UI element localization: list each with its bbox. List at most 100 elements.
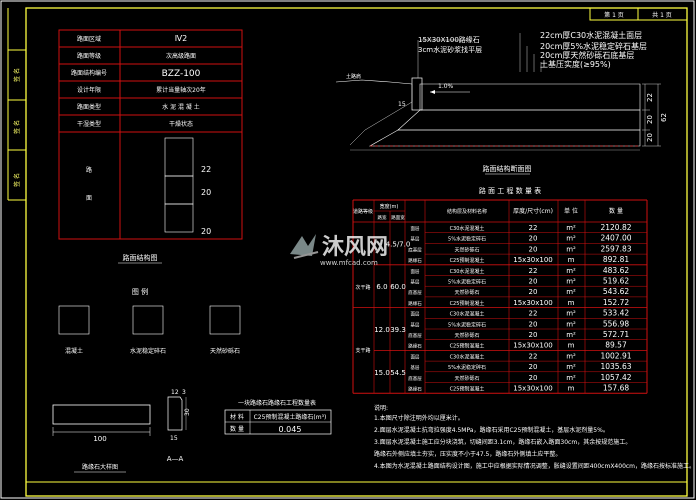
section-left-label: 土路肩 [346,73,361,80]
qty-thickness-10: 20 [529,331,538,339]
curb-dim-chamfer: 3 [182,389,186,396]
layer-dim-1: 22 [201,165,211,174]
qty-value-12: 1002.91 [600,351,631,360]
qty-unit-3: m [568,256,575,264]
curb-dim-width: 15 [170,435,178,442]
qty-road-width-3: 15.0 [374,369,390,377]
qty-material-4: C30水泥混凝土 [450,268,485,275]
qty-value-2: 2597.83 [600,244,631,253]
qty-thickness-6: 20 [529,288,538,296]
qty-thickness-0: 22 [529,224,538,232]
legend-title: 图 例 [132,287,148,296]
note-1: 1.本图尺寸除注明外均以厘米计。 [374,414,464,422]
info-label-5: 路面类型 [77,103,101,111]
qty-pave-width-1: 60.0 [390,283,406,291]
qty-value-6: 543.62 [603,287,629,296]
qty-subheader-pave: 路面宽 [391,214,405,221]
qty-value-10: 572.71 [603,330,629,339]
left-stamp-column: 签 名 签 名 签 名 [8,49,26,187]
qty-thickness-8: 22 [529,310,538,318]
qty-material-5: 5%水泥稳定碎石 [448,279,486,286]
curb-material: C25预制混凝土路缘石(m³) [254,413,327,421]
qty-layer-0: 面层 [411,226,420,232]
callout-subgrade: 土基压实度(≥95%) [540,59,611,69]
qty-layer-14: 底基层 [408,375,422,382]
qty-layer-13: 基层 [411,364,420,371]
qty-header-class: 道路等级 [353,208,373,215]
qty-value-4: 483.62 [603,266,629,275]
watermark-logo-icon [290,234,319,259]
qty-unit-12: m² [566,352,576,360]
layer-dim-2: 20 [201,188,211,197]
info-value-3: BZZ-100 [162,69,201,79]
qty-value-11: 89.57 [605,341,627,350]
qty-table-title: 路 面 工 程 数 量 表 [479,186,541,195]
qty-material-11: C25预制混凝土 [450,343,485,350]
watermark-brand: 沐风网 [322,235,388,260]
qty-layer-5: 基层 [411,279,420,286]
qty-layer-11: 路缘石 [408,343,422,350]
qty-layer-12: 面层 [411,354,420,360]
qty-layer-8: 面层 [411,312,420,318]
qty-layer-3: 路缘石 [408,257,422,264]
notes-title: 说明: [374,404,388,412]
qty-thickness-2: 20 [529,245,538,253]
layer-cement-stabilized [164,175,194,205]
legend: 图 例 混凝土 水泥稳定碎石 天然砂砾石 [58,287,241,355]
info-value-1: Ⅳ2 [175,34,187,43]
qty-unit-8: m² [566,310,576,318]
qty-value-5: 519.62 [603,277,629,286]
note-4: 路缘石外侧应填土夯实，压实度不小于47.5，路缘石外侧填土应平整。 [374,450,561,458]
qty-thickness-1: 20 [529,235,538,243]
qty-layer-15: 路缘石 [408,386,422,393]
qty-header-unit: 单 位 [564,207,578,215]
qty-road-width-1: 6.0 [376,283,387,291]
qty-thickness-12: 22 [529,352,538,360]
qty-thickness-3: 15x30x100 [513,256,552,264]
qty-unit-7: m [568,299,575,307]
qty-value-13: 1035.63 [600,362,631,371]
stamp-label-3: 签 名 [13,173,21,187]
qty-unit-9: m² [566,320,576,328]
curb-qty-table: 一块路缘石路缘石工程数量表 材 料 C25预制混凝土路缘石(m³) 数 量 0.… [224,399,332,435]
qty-value-9: 556.98 [603,319,629,328]
info-label-2: 路面等级 [77,52,101,60]
qty-class-1: 次干路 [355,284,370,291]
qty-header-thickness: 厚度/尺寸(cm) [513,207,553,215]
qty-pave-width-0: 4.5/7.0 [386,240,411,248]
layer-gravel [164,203,194,233]
qty-layer-1: 基层 [411,236,420,243]
qty-class-lower: 支干路 [355,347,370,354]
callout-curb: 15X30X100路缘石 [418,35,480,44]
curb-qty-title: 一块路缘石路缘石工程数量表 [238,399,316,407]
legend-swatch-cement [132,305,164,335]
qty-unit-10: m² [566,331,576,339]
legend-label-1: 混凝土 [65,347,83,355]
title-block: 第 1 页 共 1 页 [589,7,688,21]
curb-dim-top: 12 [171,389,179,396]
notes: 说明: 1.本图尺寸除注明外均以厘米计。 2.面层水泥混凝土抗弯拉强度4.5MP… [374,404,695,470]
qty-pave-width-2: 39.3 [390,326,406,334]
section-aa-caption: A—A [167,455,184,463]
section-dim-2: 20 [646,115,654,124]
section-base-layer [397,109,641,131]
section-dim-3: 20 [646,133,654,142]
page-total: 共 1 页 [652,11,672,19]
qty-material-3: C25预制混凝土 [450,257,485,264]
section-slope: 1.0% [438,83,454,90]
qty-unit-6: m² [566,288,576,296]
qty-material-8: C30水泥混凝土 [450,311,485,318]
qty-material-2: 天然砂砾石 [454,246,479,253]
curb-dim-height: 30 [184,408,191,416]
qty-material-13: 5%水泥稳定碎石 [448,364,486,371]
qty-header-qty: 数 量 [609,207,623,215]
curb-detail: 100 路缘石大样图 12 3 30 15 A—A [52,389,191,473]
qty-unit-5: m² [566,278,576,286]
callout-base: 20cm厚5%水泥稳定碎石基层 [540,41,647,51]
curb-material-label: 材 料 [230,413,244,421]
qty-thickness-9: 20 [529,320,538,328]
qty-material-1: 5%水泥稳定碎石 [448,236,486,243]
callout-subbase: 20cm厚天然砂砾石底基层 [540,50,634,60]
